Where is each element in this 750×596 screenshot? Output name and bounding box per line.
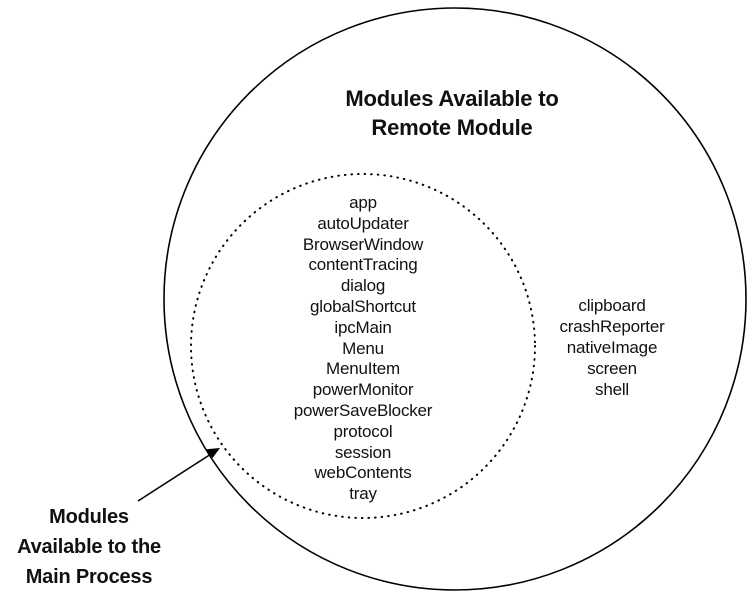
module-item: protocol xyxy=(333,421,393,441)
callout-label: Modules Available to the Main Process xyxy=(0,502,178,592)
callout-arrow-line xyxy=(137,453,212,502)
module-item: contentTracing xyxy=(308,255,418,275)
callout-arrowhead-icon xyxy=(206,448,220,459)
callout-label-line-1: Modules xyxy=(49,506,129,528)
module-item: shell xyxy=(595,380,629,399)
module-item: webContents xyxy=(314,463,412,483)
callout-label-line-3: Main Process xyxy=(25,566,153,588)
module-item: session xyxy=(334,442,392,462)
outer-circle-module-list: clipboard crashReporter nativeImage scre… xyxy=(532,295,692,400)
module-item: crashReporter xyxy=(559,317,665,336)
module-item: tray xyxy=(349,484,377,504)
module-item: clipboard xyxy=(578,296,646,315)
module-item: globalShortcut xyxy=(310,296,416,316)
module-item: ipcMain xyxy=(334,317,392,337)
module-item: powerSaveBlocker xyxy=(293,400,433,420)
diagram-title: Modules Available to Remote Module xyxy=(302,84,602,142)
module-item: screen xyxy=(587,359,637,378)
module-item: powerMonitor xyxy=(312,380,414,400)
inner-dotted-circle xyxy=(190,173,536,519)
diagram-title-line-2: Remote Module xyxy=(371,115,533,140)
module-item: nativeImage xyxy=(566,338,658,357)
module-item: autoUpdater xyxy=(317,213,409,233)
inner-circle-module-list: app autoUpdater BrowserWindow contentTra… xyxy=(263,193,463,505)
module-item: MenuItem xyxy=(326,359,400,379)
module-item: Menu xyxy=(342,338,384,358)
module-item: BrowserWindow xyxy=(302,234,424,254)
callout-label-line-2: Available to the xyxy=(17,536,161,558)
diagram-title-line-1: Modules Available to xyxy=(345,86,559,111)
outer-circle xyxy=(163,7,747,591)
module-item: dialog xyxy=(340,276,386,296)
module-item: app xyxy=(349,193,377,212)
